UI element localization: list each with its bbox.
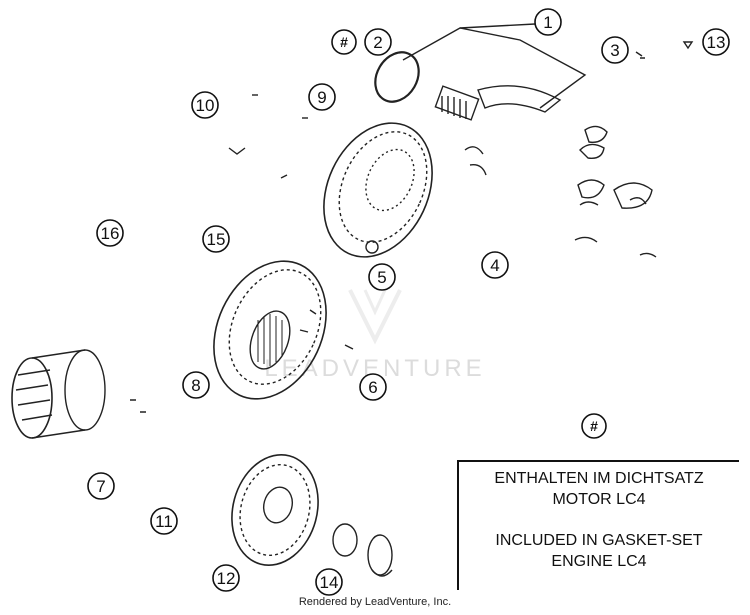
shaft-part bbox=[434, 85, 562, 121]
gasket-marker-legend: # bbox=[581, 413, 607, 439]
callout-9: 9 bbox=[308, 83, 336, 111]
svg-text:9: 9 bbox=[317, 88, 326, 107]
svg-text:#: # bbox=[340, 34, 348, 50]
small-parts-9-10 bbox=[228, 94, 308, 179]
callouts: 1 2 3 4 5 6 7 8 9 10 11 12 13 14 15 16 #… bbox=[87, 8, 730, 596]
svg-text:4: 4 bbox=[490, 256, 499, 275]
o-ring-part bbox=[374, 51, 420, 103]
svg-text:#: # bbox=[590, 418, 598, 434]
callout-2: 2 bbox=[364, 28, 392, 56]
starter-gear bbox=[213, 260, 354, 400]
gasket-set-note: ENTHALTEN IM DICHTSATZ MOTOR LC4 INCLUDE… bbox=[457, 460, 739, 590]
callout-8: 8 bbox=[182, 371, 210, 399]
svg-text:1: 1 bbox=[543, 13, 552, 32]
idler-gear-large bbox=[323, 122, 433, 258]
svg-text:13: 13 bbox=[707, 33, 726, 52]
callout-10: 10 bbox=[191, 91, 219, 119]
callout-5: 5 bbox=[368, 263, 396, 291]
svg-text:14: 14 bbox=[320, 573, 339, 592]
footer-credit: Rendered by LeadVenture, Inc. bbox=[298, 596, 452, 608]
callout-4: 4 bbox=[481, 251, 509, 279]
note-de: ENTHALTEN IM DICHTSATZ MOTOR LC4 bbox=[459, 468, 739, 510]
callout-14: 14 bbox=[315, 568, 343, 596]
freewheel-part bbox=[11, 349, 146, 439]
washer-parts bbox=[332, 523, 393, 577]
callout-11: 11 bbox=[150, 507, 178, 535]
svg-text:12: 12 bbox=[217, 569, 236, 588]
svg-text:11: 11 bbox=[155, 512, 173, 531]
gasket-marker-top: # bbox=[331, 29, 357, 55]
svg-text:3: 3 bbox=[610, 41, 619, 60]
leader-line-1b bbox=[459, 23, 536, 29]
callout-15: 15 bbox=[202, 225, 230, 253]
callout-13: 13 bbox=[702, 28, 730, 56]
svg-text:7: 7 bbox=[96, 477, 105, 496]
callout-3: 3 bbox=[601, 36, 629, 64]
svg-text:5: 5 bbox=[377, 268, 386, 287]
callout-7: 7 bbox=[87, 472, 115, 500]
callout-6: 6 bbox=[359, 373, 387, 401]
svg-text:15: 15 bbox=[207, 230, 226, 249]
svg-text:2: 2 bbox=[373, 33, 382, 52]
note-en: INCLUDED IN GASKET-SET ENGINE LC4 bbox=[459, 530, 739, 572]
note-en-line1: INCLUDED IN GASKET-SET bbox=[495, 532, 703, 549]
note-en-line2: ENGINE LC4 bbox=[551, 553, 647, 570]
callout-16: 16 bbox=[96, 219, 124, 247]
bearing-parts bbox=[464, 41, 694, 258]
svg-text:6: 6 bbox=[368, 378, 377, 397]
callout-12: 12 bbox=[212, 564, 240, 592]
svg-text:10: 10 bbox=[196, 96, 215, 115]
svg-text:8: 8 bbox=[191, 376, 200, 395]
leader-line-1 bbox=[402, 27, 587, 109]
note-de-line2: MOTOR LC4 bbox=[552, 491, 646, 508]
note-de-line1: ENTHALTEN IM DICHTSATZ bbox=[494, 470, 704, 487]
svg-text:16: 16 bbox=[101, 224, 120, 243]
callout-1: 1 bbox=[534, 8, 562, 36]
watermark-logo bbox=[348, 289, 402, 345]
intermediate-gear bbox=[231, 454, 319, 566]
